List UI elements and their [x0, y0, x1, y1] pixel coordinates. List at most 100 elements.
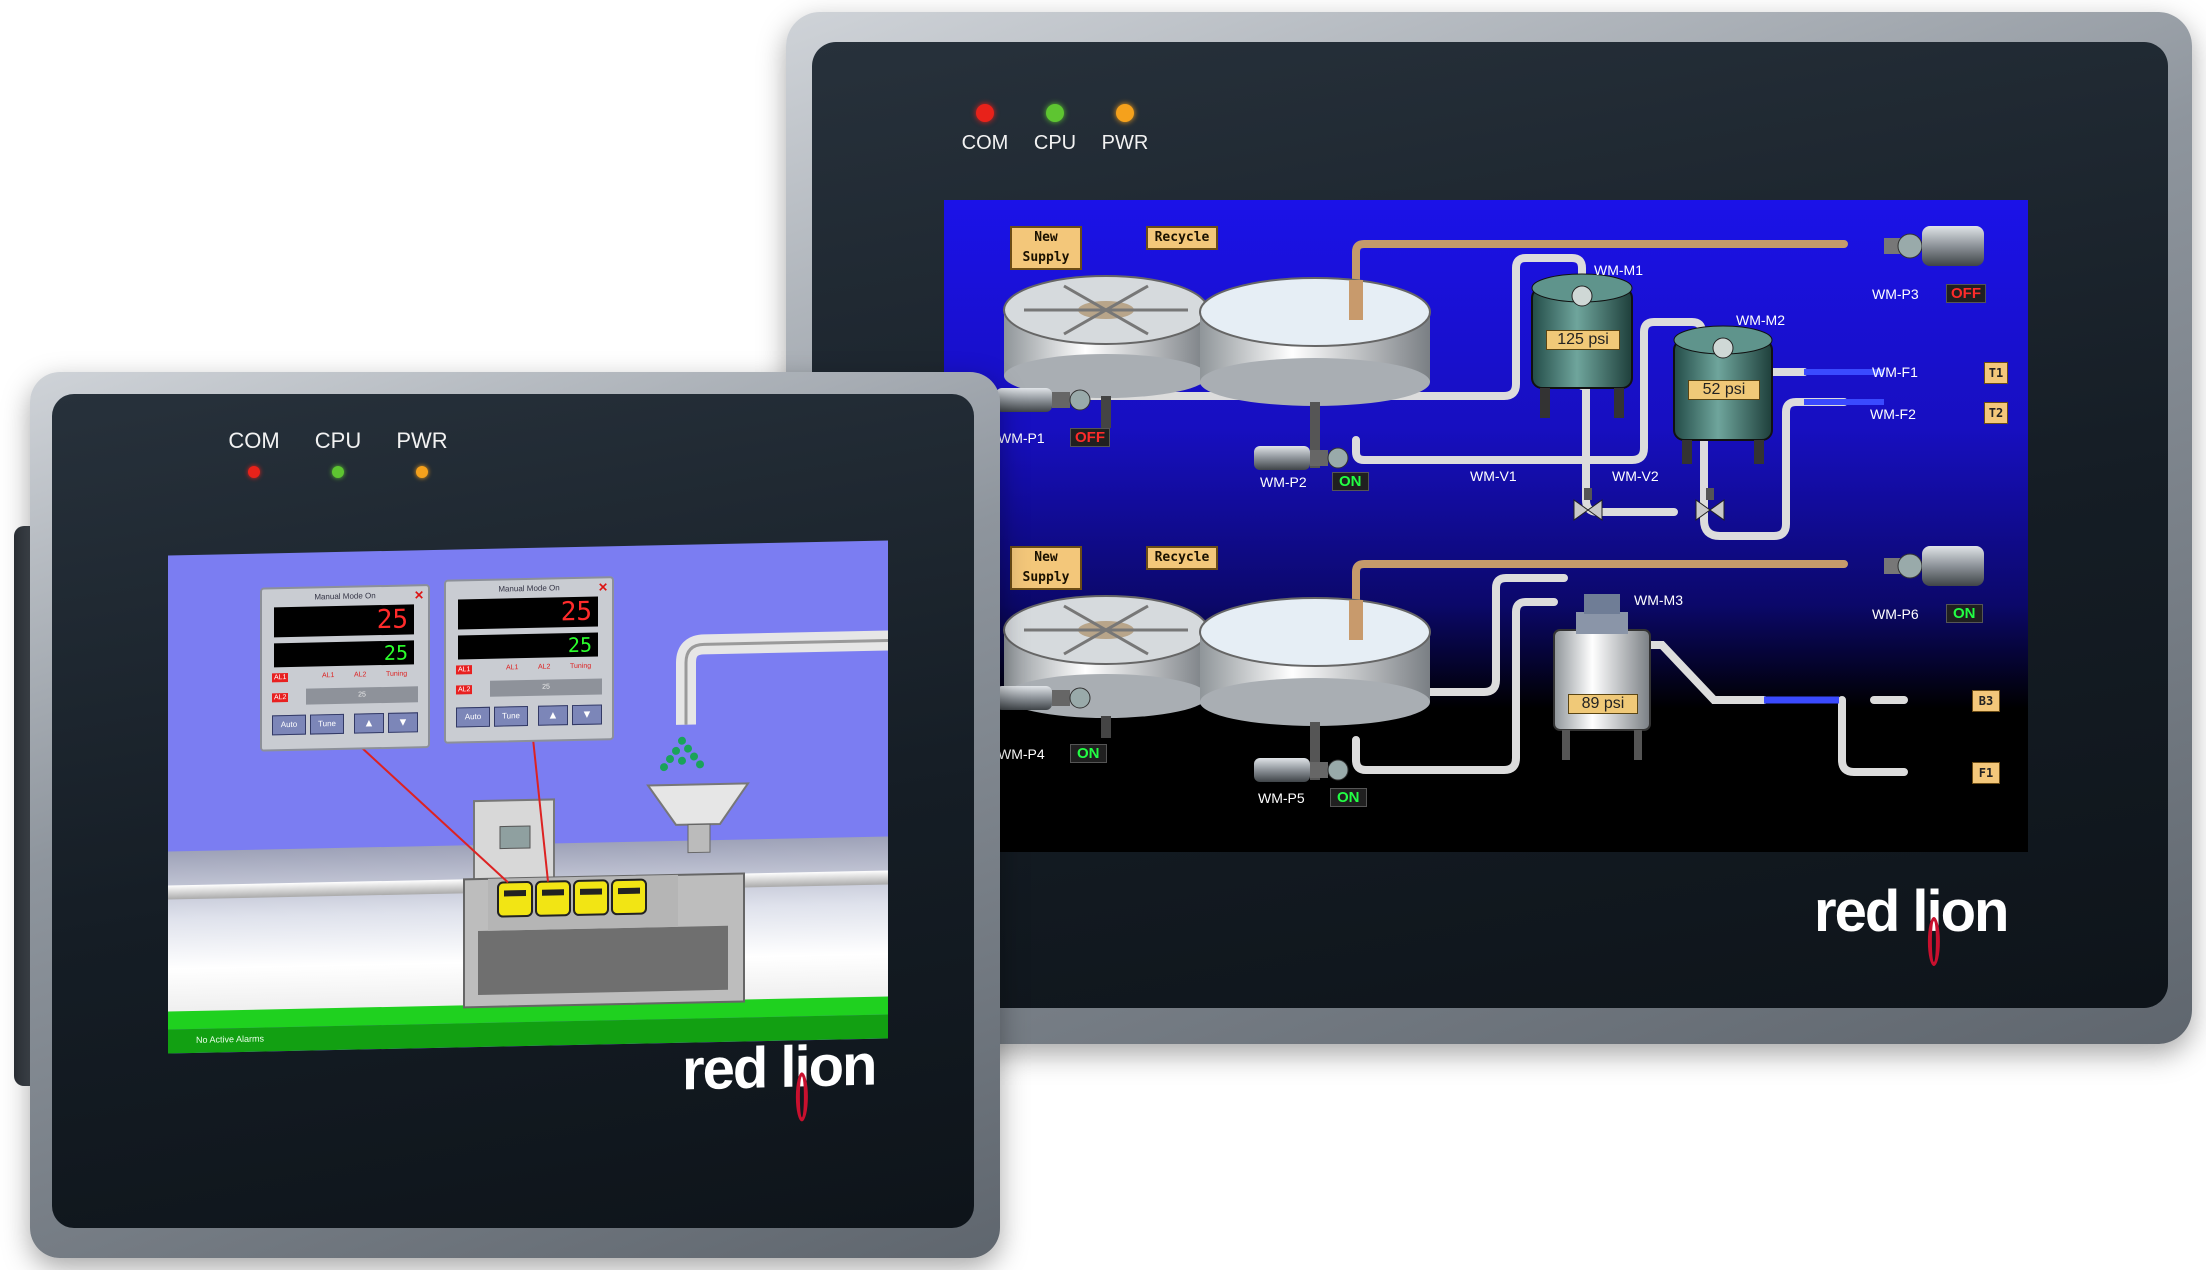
recycle-tag-bottom: Recycle: [1146, 546, 1218, 570]
led-label: COM: [228, 428, 280, 453]
auto-button[interactable]: Auto: [456, 706, 490, 728]
pwr-led-icon: [1116, 104, 1134, 122]
wm-m2-label: WM-M2: [1736, 312, 1785, 328]
wm-p4-label: WM-P4: [998, 746, 1045, 762]
pipes-bottom: [1050, 560, 1908, 776]
m3-pressure: 89 psi: [1568, 694, 1638, 714]
brand-text-i: i: [794, 1034, 809, 1100]
value-field[interactable]: 25: [306, 686, 418, 705]
clarifier-2: [1199, 277, 1431, 468]
output-t2[interactable]: T2: [1984, 402, 2008, 424]
large-hmi-frame: COM CPU PWR: [786, 12, 2192, 1044]
col-al2: AL2: [538, 663, 551, 671]
wm-p5-status[interactable]: ON: [1330, 788, 1367, 807]
wm-p3-label: WM-P3: [1872, 286, 1919, 302]
output-f1[interactable]: F1: [1972, 762, 2000, 784]
led-cpu: CPU: [312, 428, 364, 478]
output-b3[interactable]: B3: [1972, 690, 2000, 712]
m2-pressure: 52 psi: [1688, 380, 1760, 400]
clarifier-3: [1003, 595, 1209, 738]
pump-wm-p3: [1884, 226, 1984, 266]
al2-badge: AL2: [456, 685, 473, 695]
wm-p1-label: WM-P1: [998, 430, 1045, 446]
led-label: COM: [961, 132, 1009, 154]
up-arrow-icon[interactable]: ▲: [538, 705, 568, 726]
output-t1[interactable]: T1: [1984, 362, 2008, 384]
sp-display: 25: [458, 632, 598, 660]
down-arrow-icon[interactable]: ▼: [572, 704, 602, 726]
col-al1: AL1: [506, 664, 519, 672]
large-hmi-bezel: COM CPU PWR: [812, 42, 2168, 1008]
wm-f2-label: WM-F2: [1870, 406, 1916, 422]
new-supply-tag-bottom: New Supply: [1010, 546, 1082, 590]
extruder-screen[interactable]: No Active Alarms: [168, 540, 888, 1054]
process-diagram: [996, 226, 1984, 782]
clarifier-1: [1003, 275, 1209, 428]
brand-text-a: red l: [682, 1034, 795, 1103]
pv-display: 25: [274, 604, 414, 638]
tune-button[interactable]: Tune: [310, 713, 344, 735]
wm-p1-status[interactable]: OFF: [1070, 428, 1110, 447]
led-label: PWR: [1101, 132, 1149, 154]
auto-button[interactable]: Auto: [272, 714, 306, 736]
sp-display: 25: [274, 640, 414, 668]
red-lion-logo-small: red lion: [682, 1031, 875, 1103]
brand-text-a: red l: [1814, 879, 1928, 944]
large-led-group: COM CPU PWR: [962, 104, 1148, 155]
tune-button[interactable]: Tune: [494, 706, 528, 727]
small-led-group: COM CPU PWR: [228, 428, 448, 478]
col-tuning: Tuning: [386, 670, 408, 678]
al1-badge: AL1: [272, 673, 289, 683]
wm-m3-label: WM-M3: [1634, 592, 1683, 608]
controller-2-title: Manual Mode On: [498, 583, 560, 594]
led-pwr: PWR: [1102, 104, 1148, 155]
process-screen[interactable]: New Supply Recycle New Supply Recycle WM…: [944, 200, 2028, 852]
pump-wm-p1: [996, 388, 1091, 412]
led-com: COM: [228, 428, 280, 478]
valve-wm-v2: [1695, 488, 1725, 521]
close-icon[interactable]: ✕: [413, 588, 424, 603]
brand-text-b: on: [808, 1032, 876, 1100]
cpu-led-icon: [332, 466, 344, 478]
pump-wm-p6: [1884, 546, 1984, 586]
up-arrow-icon[interactable]: ▲: [354, 713, 384, 734]
mixer-tank-m3: [1553, 594, 1651, 760]
m1-pressure: 125 psi: [1546, 330, 1620, 350]
pump-wm-p4: [996, 686, 1091, 710]
led-label: CPU: [1033, 132, 1077, 154]
small-hmi-frame: COM CPU PWR No Active Alarms: [30, 372, 1000, 1258]
new-supply-tag-top: New Supply: [1010, 226, 1082, 270]
value-field[interactable]: 25: [490, 678, 602, 697]
pipes-blue: [1804, 369, 1884, 405]
small-hmi-bezel: COM CPU PWR No Active Alarms: [52, 394, 974, 1228]
clarifier-4: [1199, 597, 1431, 780]
wm-p2-label: WM-P2: [1260, 474, 1307, 490]
controller-1-title: Manual Mode On: [314, 591, 376, 602]
red-lion-logo-large: red lion: [1814, 878, 2010, 945]
down-arrow-icon[interactable]: ▼: [388, 712, 418, 733]
wm-v2-label: WM-V2: [1612, 468, 1659, 484]
valve-wm-v1: [1573, 488, 1603, 521]
close-icon[interactable]: ✕: [597, 580, 608, 595]
wm-p3-status[interactable]: OFF: [1946, 284, 1986, 303]
wm-p2-status[interactable]: ON: [1332, 472, 1369, 491]
led-cpu: CPU: [1032, 104, 1078, 155]
wm-p4-status[interactable]: ON: [1070, 744, 1107, 763]
pump-wm-p5: [1254, 758, 1349, 782]
pv-display: 25: [458, 596, 598, 630]
wm-p6-status[interactable]: ON: [1946, 604, 1983, 623]
brand-text-b: on: [1940, 879, 2010, 944]
controller-2[interactable]: Manual Mode On ✕ 25 25 AL1 AL2 AL1 AL2 T…: [444, 576, 614, 744]
cpu-led-icon: [1046, 104, 1064, 122]
pwr-led-icon: [416, 466, 428, 478]
led-label: CPU: [314, 428, 362, 453]
com-led-icon: [976, 104, 994, 122]
controller-1[interactable]: Manual Mode On ✕ 25 25 AL1 AL2 AL1 AL2 T…: [260, 584, 430, 752]
led-label: PWR: [396, 428, 448, 453]
wm-m1-label: WM-M1: [1594, 262, 1643, 278]
recycle-tag-top: Recycle: [1146, 226, 1218, 250]
wm-p5-label: WM-P5: [1258, 790, 1305, 806]
wm-p6-label: WM-P6: [1872, 606, 1919, 622]
brand-text-i: i: [1926, 879, 1943, 944]
al2-badge: AL2: [272, 693, 289, 703]
